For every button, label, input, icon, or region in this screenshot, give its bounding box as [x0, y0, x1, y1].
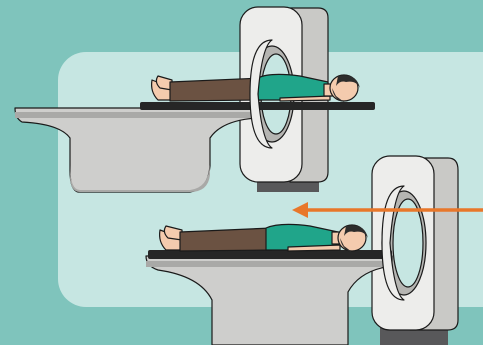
bottom-gantry-bore-inner [393, 199, 423, 287]
top-table-lip [15, 112, 258, 118]
top-patient-legs [170, 78, 262, 101]
bottom-table-lip [146, 261, 392, 267]
bottom-patient-legs [180, 228, 272, 251]
